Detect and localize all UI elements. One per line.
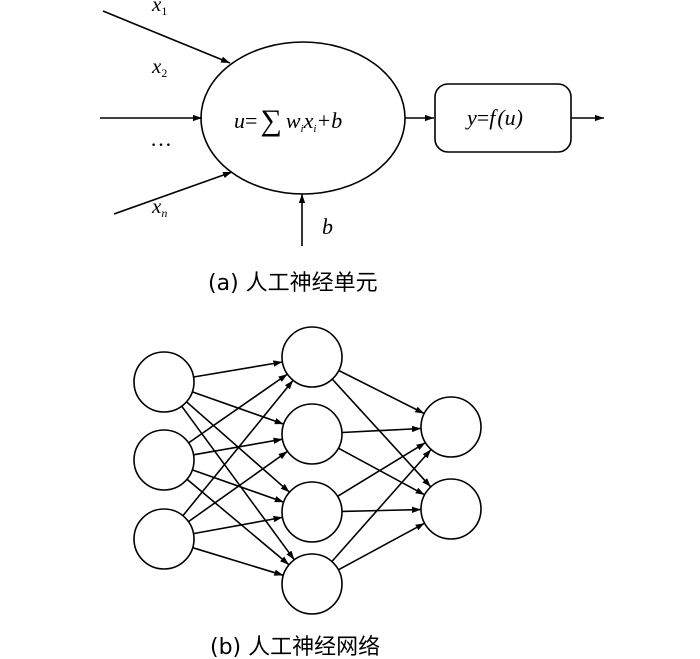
bias-label: b: [322, 214, 333, 239]
connection-l1-1-to-1: [193, 360, 283, 378]
connection-l1-2-to-1: [188, 373, 288, 444]
connection-l1-3-to-3: [193, 515, 283, 535]
connection-l1-2-to-4: [186, 478, 290, 566]
input-node-3: [133, 508, 195, 570]
neural-network: [133, 326, 482, 615]
connection-l2-4-to-1: [331, 448, 432, 563]
connection-l2-1-to-1: [338, 369, 425, 415]
caption-network: (b) 人工神经网络: [210, 635, 380, 659]
input-node-1: [133, 351, 195, 413]
connection-l2-4-to-2: [338, 522, 425, 571]
input-node-2: [133, 429, 195, 491]
hidden-node-4: [281, 553, 343, 615]
connection-l2-2-to-1: [341, 425, 422, 434]
connection-l2-2-to-2: [338, 447, 425, 496]
output-node-2: [420, 478, 482, 540]
input-arrow-x1: [102, 10, 231, 64]
caption-neuron: (a) 人工神经单元: [208, 271, 378, 296]
hidden-node-2: [281, 403, 343, 465]
connection-l1-1-to-4: [181, 405, 295, 561]
connection-l1-3-to-2: [188, 450, 288, 523]
input-label-x1: x1: [151, 0, 167, 18]
hidden-node-3: [281, 481, 343, 543]
connection-l1-3-to-1: [182, 379, 294, 517]
input-label-x2: x2: [151, 54, 167, 80]
input-arrow-xn: [113, 171, 233, 215]
connection-l2-3-to-2: [341, 506, 422, 513]
output-node-1: [420, 396, 482, 458]
input-label-xn: xn: [151, 194, 167, 220]
activation-formula: y=f(u): [465, 105, 523, 130]
hidden-node-1: [281, 326, 343, 388]
neuron-diagram: x1 x2 … xn u=∑wixi+b b y=f(u) (a) 人工神经单元: [100, 0, 604, 296]
connection-l1-3-to-4: [192, 546, 284, 577]
summation-formula: u=∑wixi+b: [234, 104, 342, 137]
input-label-dots: …: [150, 126, 172, 151]
connection-l2-3-to-1: [337, 442, 426, 497]
